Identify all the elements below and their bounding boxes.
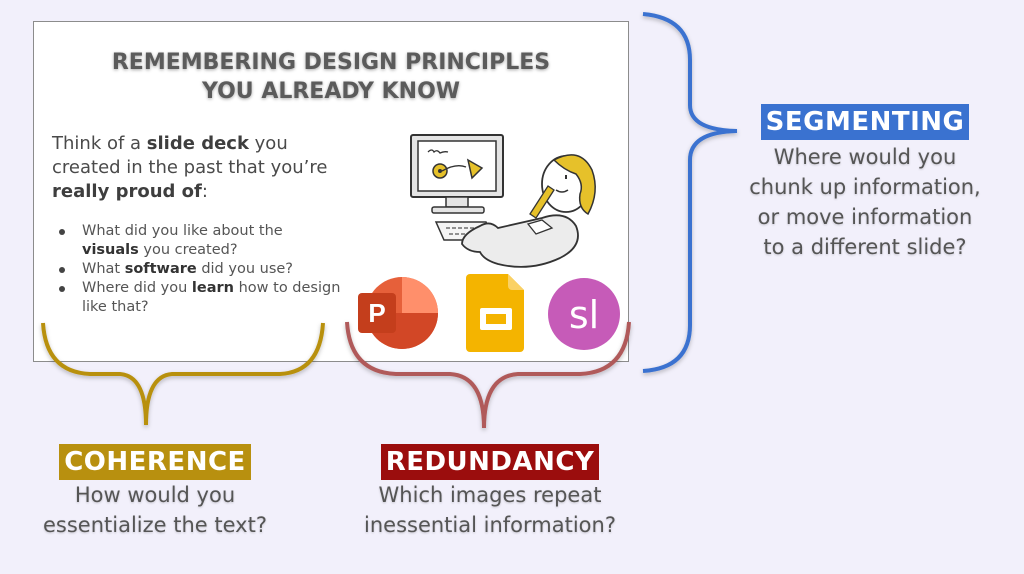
segmenting-annotation: SEGMENTING Where would you chunk up info… bbox=[715, 104, 1015, 262]
bullet-item: What did you like about the visuals you … bbox=[52, 222, 342, 260]
slide-title-line-2: YOU ALREADY KNOW bbox=[201, 79, 461, 104]
desc-line: or move information bbox=[757, 205, 973, 229]
desc-line: How would you bbox=[74, 483, 236, 507]
person-drawing-at-computer-illustration bbox=[410, 134, 596, 268]
intro-text-1: Think of a bbox=[52, 133, 147, 154]
slide-intro-text: Think of a slide deck you created in the… bbox=[52, 132, 352, 204]
desc-line: Which images repeat bbox=[378, 483, 602, 507]
intro-bold-1: slide deck bbox=[146, 133, 249, 154]
desc-line: to a different slide? bbox=[763, 235, 967, 259]
google-slides-icon bbox=[466, 274, 524, 352]
bullet-bold: visuals bbox=[82, 242, 139, 258]
desc-line: Where would you bbox=[773, 145, 957, 169]
slide-title-line-1: REMEMBERING DESIGN PRINCIPLES bbox=[111, 50, 551, 75]
intro-text-2: you created in the past that you’re bbox=[52, 133, 328, 178]
slides-sl-icon: sl bbox=[548, 278, 620, 350]
bullet-item: What software did you use? bbox=[52, 260, 342, 279]
redundancy-description: Which images repeat inessential informat… bbox=[335, 480, 645, 540]
slide-title: REMEMBERING DESIGN PRINCIPLES YOU ALREAD… bbox=[34, 48, 628, 106]
svg-text:sl: sl bbox=[569, 293, 599, 337]
redundancy-annotation: REDUNDANCY Which images repeat inessenti… bbox=[335, 444, 645, 540]
desc-line: inessential information? bbox=[364, 513, 616, 537]
bullet-text: What did you like about the bbox=[82, 223, 283, 239]
coherence-tag: COHERENCE bbox=[59, 444, 251, 480]
desc-line: chunk up information, bbox=[749, 175, 981, 199]
segmenting-description: Where would you chunk up information, or… bbox=[715, 142, 1015, 262]
slide-preview: REMEMBERING DESIGN PRINCIPLES YOU ALREAD… bbox=[33, 21, 629, 362]
bullet-bold: software bbox=[124, 261, 197, 277]
slide-bullet-list: What did you like about the visuals you … bbox=[52, 222, 342, 317]
bullet-text: Where did you bbox=[82, 280, 192, 296]
coherence-description: How would you essentialize the text? bbox=[10, 480, 300, 540]
coherence-annotation: COHERENCE How would you essentialize the… bbox=[10, 444, 300, 540]
intro-bold-2: really proud of bbox=[52, 181, 202, 202]
desc-line: essentialize the text? bbox=[43, 513, 267, 537]
bullet-text: you created? bbox=[138, 242, 238, 258]
intro-text-3: : bbox=[201, 181, 208, 202]
redundancy-tag: REDUNDANCY bbox=[380, 444, 600, 480]
bullet-item: Where did you learn how to design like t… bbox=[52, 279, 342, 317]
bullet-text: did you use? bbox=[196, 261, 293, 277]
powerpoint-icon: P bbox=[358, 277, 438, 349]
bullet-text: What bbox=[82, 261, 125, 277]
svg-text:P: P bbox=[368, 298, 385, 328]
bullet-bold: learn bbox=[191, 280, 234, 296]
bullet-text: how to design like that? bbox=[82, 280, 341, 315]
segmenting-tag: SEGMENTING bbox=[760, 104, 970, 140]
